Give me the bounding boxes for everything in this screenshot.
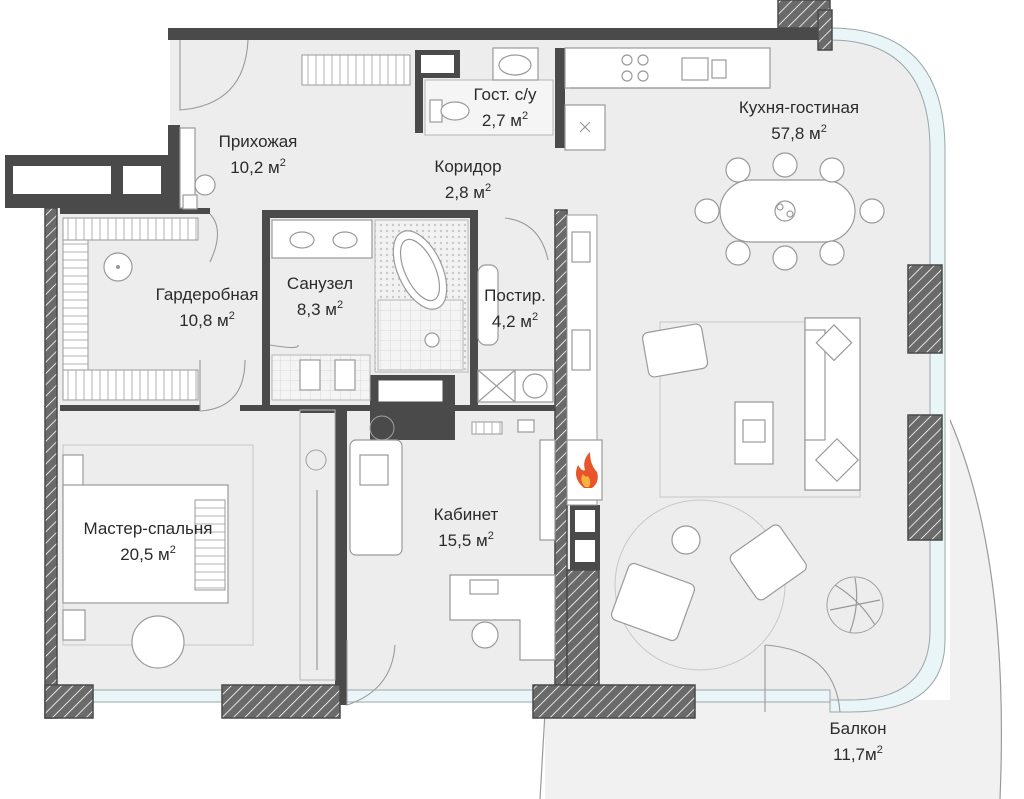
room-area-laundry: 4,2 м2 [492, 311, 538, 331]
glass-facade [829, 27, 946, 713]
room-label-balcony: Балкон 11,7м2 [829, 719, 886, 764]
room-name-master-bedroom: Мастер-спальня [83, 519, 212, 538]
room-label-guest-wc: Гост. с/у 2,7 м2 [473, 85, 537, 130]
study-furniture [349, 415, 556, 661]
room-name-bathroom: Санузел [287, 274, 353, 293]
lounge-set [610, 499, 884, 671]
window-south-3 [694, 689, 831, 703]
room-name-study: Кабинет [434, 505, 499, 524]
room-label-kitchen-living: Кухня-гостиная 57,8 м2 [739, 98, 859, 143]
living-set [641, 317, 861, 498]
room-name-wardrobe: Гардеробная [156, 285, 259, 304]
balcony-door [764, 644, 841, 713]
room-label-hall: Прихожая 10,2 м2 [219, 132, 298, 177]
room-label-study: Кабинет 15,5 м2 [434, 505, 499, 550]
dining-set [694, 152, 885, 271]
laundry-fixtures [477, 231, 591, 403]
room-name-laundry: Постир. [484, 286, 546, 305]
room-area-corridor: 2,8 м2 [445, 182, 491, 202]
room-name-hall: Прихожая [219, 132, 298, 151]
window-south-1 [92, 689, 224, 703]
room-label-bathroom: Санузел 8,3 м2 [287, 274, 353, 319]
balcony-outline [539, 419, 1003, 799]
kitchen-fixtures [564, 47, 771, 151]
fireplace-icon [566, 439, 603, 501]
room-area-master-bedroom: 20,5 м2 [120, 544, 176, 564]
room-labels: Прихожая 10,2 м2 Коридор 2,8 м2 Гост. с/у 2,7… [83, 85, 886, 764]
room-area-bathroom: 8,3 м2 [297, 299, 343, 319]
room-area-hall: 10,2 м2 [230, 157, 286, 177]
room-area-guest-wc: 2,7 м2 [482, 110, 528, 130]
room-area-kitchen-living: 57,8 м2 [771, 123, 827, 143]
room-area-wardrobe: 10,8 м2 [179, 310, 235, 330]
doors [179, 39, 549, 706]
room-area-balcony: 11,7м2 [833, 744, 883, 764]
room-label-wardrobe: Гардеробная 10,8 м2 [156, 285, 259, 330]
room-label-corridor: Коридор 2,8 м2 [434, 157, 501, 202]
room-name-guest-wc: Гост. с/у [473, 85, 537, 104]
room-name-corridor: Коридор [434, 157, 501, 176]
room-label-master-bedroom: Мастер-спальня 20,5 м2 [83, 519, 212, 564]
wardrobe-furniture [62, 217, 199, 401]
guest-wc-fixtures [424, 47, 554, 136]
bedroom-furniture [62, 409, 336, 681]
window-south-2 [339, 689, 536, 703]
bathroom-fixtures [271, 219, 469, 401]
room-area-study: 15,5 м2 [438, 530, 494, 550]
room-name-kitchen-living: Кухня-гостиная [739, 98, 859, 117]
room-name-balcony: Балкон [829, 719, 886, 738]
room-label-laundry: Постир. 4,2 м2 [484, 286, 546, 331]
hall-furniture [179, 54, 411, 210]
